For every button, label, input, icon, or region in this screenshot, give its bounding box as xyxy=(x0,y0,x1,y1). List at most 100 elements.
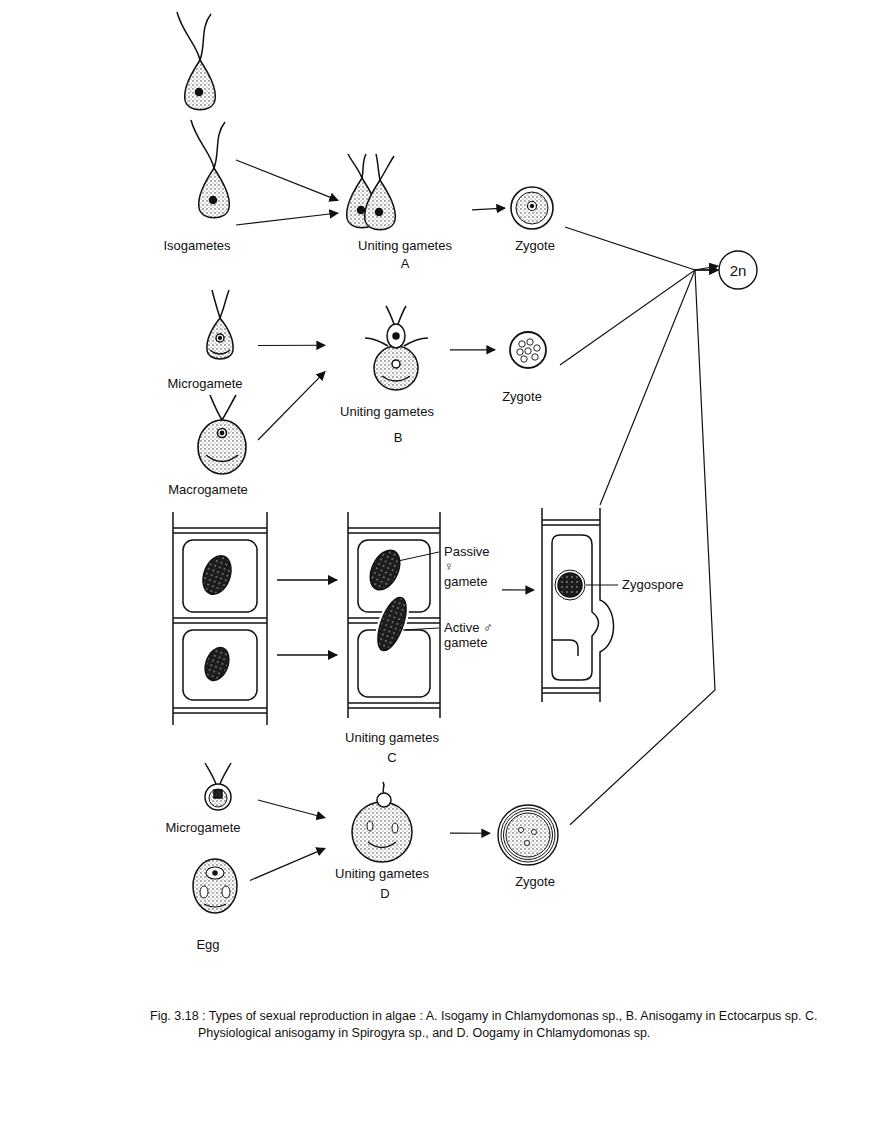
filament-wall xyxy=(439,512,441,718)
zygote-content xyxy=(506,813,550,857)
granule xyxy=(519,828,524,833)
nucleolus xyxy=(220,431,223,434)
zygote-wall xyxy=(501,808,555,862)
cell-outline xyxy=(374,346,418,390)
stage-group: Uniting gametes xyxy=(325,305,450,420)
flagellum xyxy=(205,763,216,784)
cross-wall xyxy=(348,532,440,534)
process-arrow xyxy=(472,208,505,210)
uniting-isogametes xyxy=(347,154,396,230)
filament-wall xyxy=(600,508,614,702)
stage-label: Zygote xyxy=(502,389,542,404)
uniting-anisogametes xyxy=(365,306,428,390)
cell xyxy=(183,630,257,700)
egg-outline xyxy=(352,802,412,862)
process-arrow xyxy=(560,270,718,365)
stage-label: Passive ♀ gamete xyxy=(444,544,500,589)
nucleus xyxy=(216,334,224,342)
stage-label: Macrogamete xyxy=(168,482,247,497)
zygote xyxy=(511,187,553,229)
granule xyxy=(534,345,540,351)
stage-label: Uniting gametes xyxy=(340,404,434,419)
gamete-group: Isogametes xyxy=(158,5,236,255)
panel-letter: A xyxy=(401,256,410,271)
zygote xyxy=(498,805,558,865)
chloroplast xyxy=(382,376,410,381)
cell-outline xyxy=(365,180,396,230)
process-arrow xyxy=(258,372,325,440)
cross-wall xyxy=(542,519,600,521)
zygote-wall xyxy=(511,187,553,229)
arrow-line xyxy=(277,579,337,580)
granule xyxy=(532,830,537,835)
cell-outline xyxy=(185,60,216,110)
ploidy-circle: 2n xyxy=(718,250,758,290)
stage-label: Egg xyxy=(196,937,219,952)
leader-line xyxy=(586,585,618,586)
zygote-group: Zygote xyxy=(490,800,570,895)
panel-letter: B xyxy=(394,430,403,445)
cross-wall xyxy=(173,712,267,714)
chloroplast xyxy=(210,350,230,354)
flagellum xyxy=(212,290,220,318)
zygote xyxy=(510,332,546,368)
cell-outline xyxy=(198,420,246,474)
active-gamete xyxy=(372,594,412,654)
vacuole xyxy=(222,886,230,898)
granule xyxy=(519,341,525,347)
granule xyxy=(525,841,530,846)
process-arrow xyxy=(250,848,325,880)
zygote-group: Zygote xyxy=(505,185,565,255)
chloroplast xyxy=(206,455,238,462)
vacuole xyxy=(392,823,398,833)
cross-wall xyxy=(173,617,267,619)
granule xyxy=(525,348,531,354)
flagellum xyxy=(380,156,394,180)
chloroplast xyxy=(368,842,396,848)
stage-group: Passive ♀ gameteActive ♂ gameteUniting g… xyxy=(340,510,502,750)
cell-outline xyxy=(205,784,231,810)
nucleus xyxy=(214,790,222,798)
cross-wall xyxy=(173,527,267,529)
zygote-content xyxy=(516,192,548,224)
cell xyxy=(552,535,599,680)
stage-label: Isogametes xyxy=(163,238,230,253)
sperm xyxy=(377,793,391,807)
nucleolus xyxy=(213,871,217,875)
nucleus xyxy=(376,209,383,216)
process-arrow xyxy=(236,160,338,200)
panel-letter: D xyxy=(380,886,389,901)
process-arrow xyxy=(277,580,337,655)
nucleus xyxy=(358,207,365,214)
cross-wall xyxy=(542,687,600,689)
process-arrow xyxy=(258,800,325,818)
stage-group: Uniting gametes xyxy=(325,780,450,882)
granule xyxy=(527,339,533,345)
granule xyxy=(517,349,523,355)
nucleus xyxy=(196,89,203,96)
cross-wall xyxy=(173,622,267,624)
granule xyxy=(521,356,527,362)
gamete-group: Microgamete xyxy=(158,285,258,395)
nucleolus xyxy=(219,337,222,340)
microgamete xyxy=(207,290,233,359)
passive-gamete xyxy=(364,545,405,594)
conjugation-tube xyxy=(552,640,578,656)
flagellum xyxy=(386,306,394,324)
stage-group: Uniting gametes xyxy=(338,150,472,255)
zygote-wall xyxy=(510,332,546,368)
process-arrow xyxy=(565,227,718,270)
nucleus xyxy=(392,360,400,368)
microgamete xyxy=(205,763,231,810)
zygote-group: Zygote xyxy=(495,325,560,405)
leader-line xyxy=(398,552,439,561)
flagellum xyxy=(220,763,231,784)
cell xyxy=(183,540,257,612)
chloroplast xyxy=(204,904,226,907)
stage-label: Uniting gametes xyxy=(345,730,439,745)
cell-outline xyxy=(193,859,237,913)
flagellum xyxy=(362,154,366,178)
filament-wall xyxy=(347,512,349,718)
